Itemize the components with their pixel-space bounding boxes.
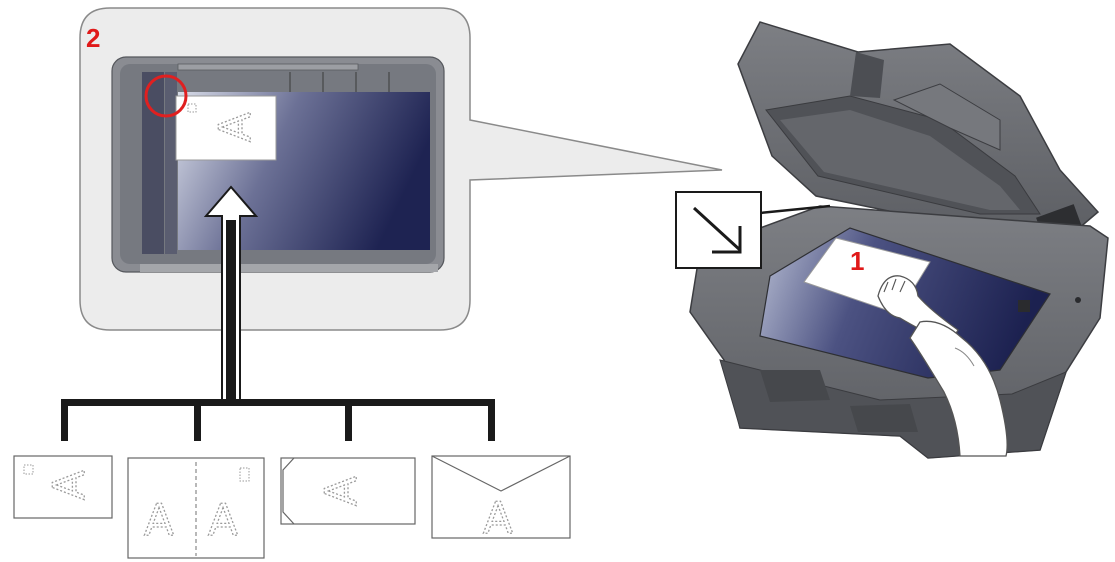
variant-4-letter: A <box>483 493 513 544</box>
variant-3-letter: A <box>316 476 367 506</box>
original-variant-sheet: A <box>13 455 113 519</box>
original-variant-book: A A <box>127 457 265 559</box>
placed-original <box>175 95 277 161</box>
originals-connector <box>61 185 495 441</box>
arrow-down-right-icon <box>675 191 762 269</box>
zoom-callout: 2 A <box>79 7 723 331</box>
left-scale-strip <box>142 72 164 254</box>
variant-2-letter-left: A <box>144 495 174 546</box>
step-1-label: 1 <box>850 246 864 276</box>
original-variant-envelope-top: A <box>431 455 571 545</box>
original-variant-envelope-side: A <box>280 457 416 525</box>
step-2-label: 2 <box>86 23 100 53</box>
variant-2-letter-right: A <box>208 495 238 546</box>
top-scale-strip <box>177 63 359 71</box>
corner-positioning-marker <box>144 74 188 118</box>
connector-bar <box>61 399 495 406</box>
placed-original-letter: A <box>210 112 261 142</box>
copier-machine: 1 <box>689 21 1109 459</box>
arm-sleeve <box>909 320 1008 457</box>
variant-1-letter: A <box>44 470 95 500</box>
